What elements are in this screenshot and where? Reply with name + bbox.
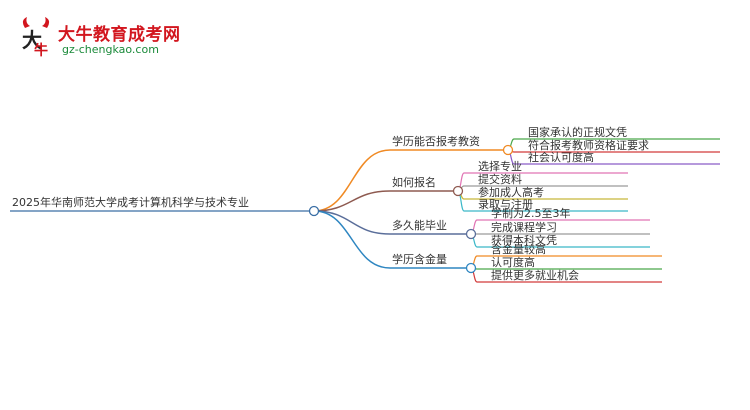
- leaf-label: 社会认可度高: [528, 150, 594, 164]
- branch-label: 学历含金量: [392, 252, 447, 266]
- branch-connector: [313, 210, 391, 269]
- leaf-label: 获得本科文凭: [491, 233, 557, 247]
- branch-toggle-circle[interactable]: [452, 185, 464, 197]
- root-toggle-circle[interactable]: [308, 205, 320, 217]
- leaf-label: 选择专业: [478, 159, 522, 173]
- leaf-node[interactable]: 完成课程学习: [471, 220, 650, 235]
- site-logo[interactable]: 大 牛 大牛教育成考网 gz-chengkao.com: [16, 14, 186, 58]
- leaf-node[interactable]: 认可度高: [470, 255, 662, 270]
- leaf-node[interactable]: 提供更多就业机会: [470, 267, 662, 283]
- leaf-label: 学制为2.5至3年: [491, 206, 571, 220]
- leaf-node[interactable]: 国家承认的正规文凭: [507, 125, 720, 151]
- leaf-label: 认可度高: [491, 255, 535, 269]
- svg-text:大: 大: [22, 28, 42, 52]
- logo-subtitle: gz-chengkao.com: [62, 43, 159, 56]
- branch-toggle-circle[interactable]: [465, 228, 477, 240]
- bull-logo-icon: 大 牛: [22, 17, 50, 58]
- root-node[interactable]: 2025年华南师范大学成考计算机科学与技术专业: [10, 195, 314, 212]
- branch-connector: [313, 190, 391, 212]
- root-label: 2025年华南师范大学成考计算机科学与技术专业: [12, 195, 249, 209]
- branch-label: 多久能毕业: [392, 218, 447, 232]
- leaf-node[interactable]: 含金量较高: [470, 242, 662, 269]
- leaf-label: 录取与注册: [478, 197, 533, 211]
- leaf-node[interactable]: 参加成人高考: [457, 185, 628, 200]
- leaf-label: 符合报考教师资格证要求: [528, 138, 649, 152]
- branch-toggle-circle[interactable]: [465, 262, 477, 274]
- leaf-label: 提交资料: [478, 172, 522, 186]
- svg-text:牛: 牛: [34, 42, 48, 58]
- leaf-label: 国家承认的正规文凭: [528, 125, 627, 139]
- branch-label: 如何报名: [392, 175, 436, 189]
- branch-label: 学历能否报考教资: [392, 134, 480, 148]
- branch-connector: [313, 210, 391, 235]
- leaf-label: 含金量较高: [491, 242, 546, 256]
- leaf-label: 参加成人高考: [478, 185, 544, 199]
- leaf-node[interactable]: 符合报考教师资格证要求: [507, 138, 720, 153]
- branch-connector: [313, 149, 391, 212]
- logo-title: 大牛教育成考网: [58, 25, 181, 45]
- leaf-label: 完成课程学习: [491, 220, 557, 234]
- leaf-label: 提供更多就业机会: [491, 268, 579, 282]
- leaf-node[interactable]: 选择专业: [457, 159, 628, 192]
- branch-toggle-circle[interactable]: [502, 144, 514, 156]
